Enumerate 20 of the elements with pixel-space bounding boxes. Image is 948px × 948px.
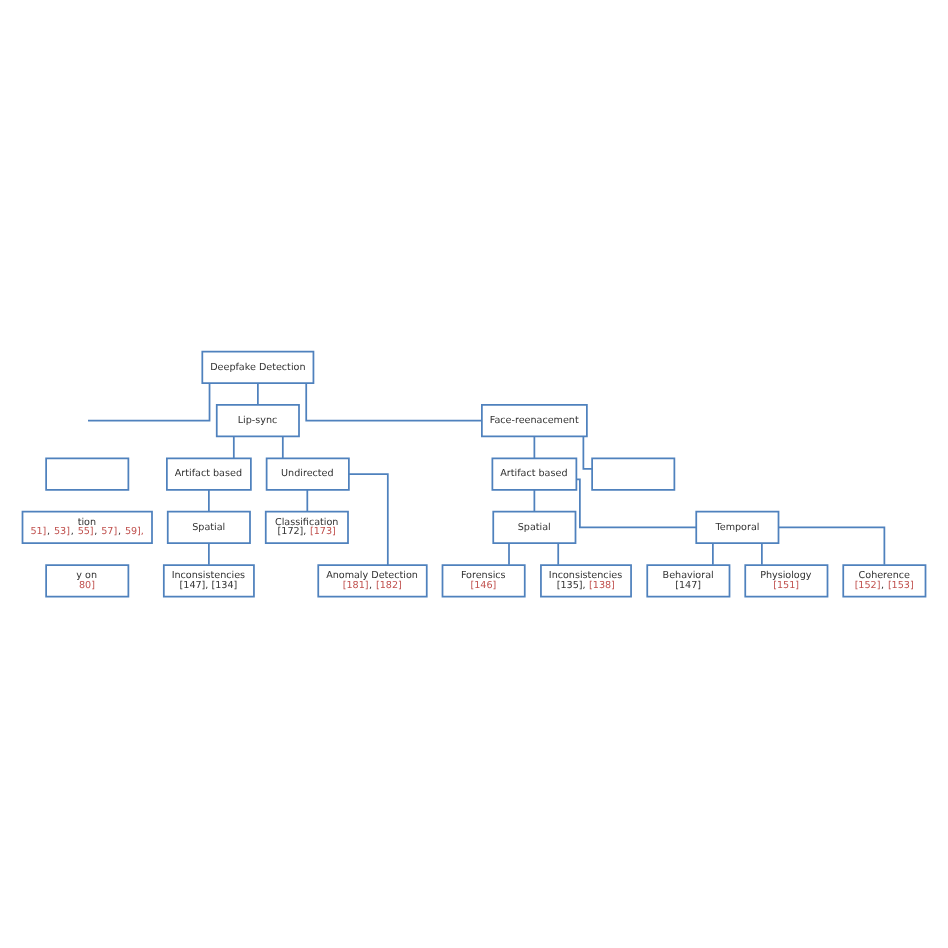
connector	[306, 489, 309, 513]
connector	[533, 435, 536, 459]
connector	[761, 542, 763, 566]
connector	[305, 382, 483, 422]
connector	[712, 542, 714, 566]
connector	[87, 382, 211, 422]
connector	[575, 478, 697, 529]
node-box	[45, 457, 130, 491]
connector	[232, 435, 235, 459]
connector	[557, 542, 560, 566]
connector	[208, 489, 210, 513]
connector	[533, 489, 536, 513]
connector	[208, 542, 210, 566]
connector	[508, 542, 510, 566]
connector	[582, 435, 593, 470]
connector	[281, 435, 284, 459]
connector	[257, 382, 259, 406]
node-box	[591, 457, 676, 491]
connector	[348, 473, 389, 566]
connector	[777, 526, 886, 566]
